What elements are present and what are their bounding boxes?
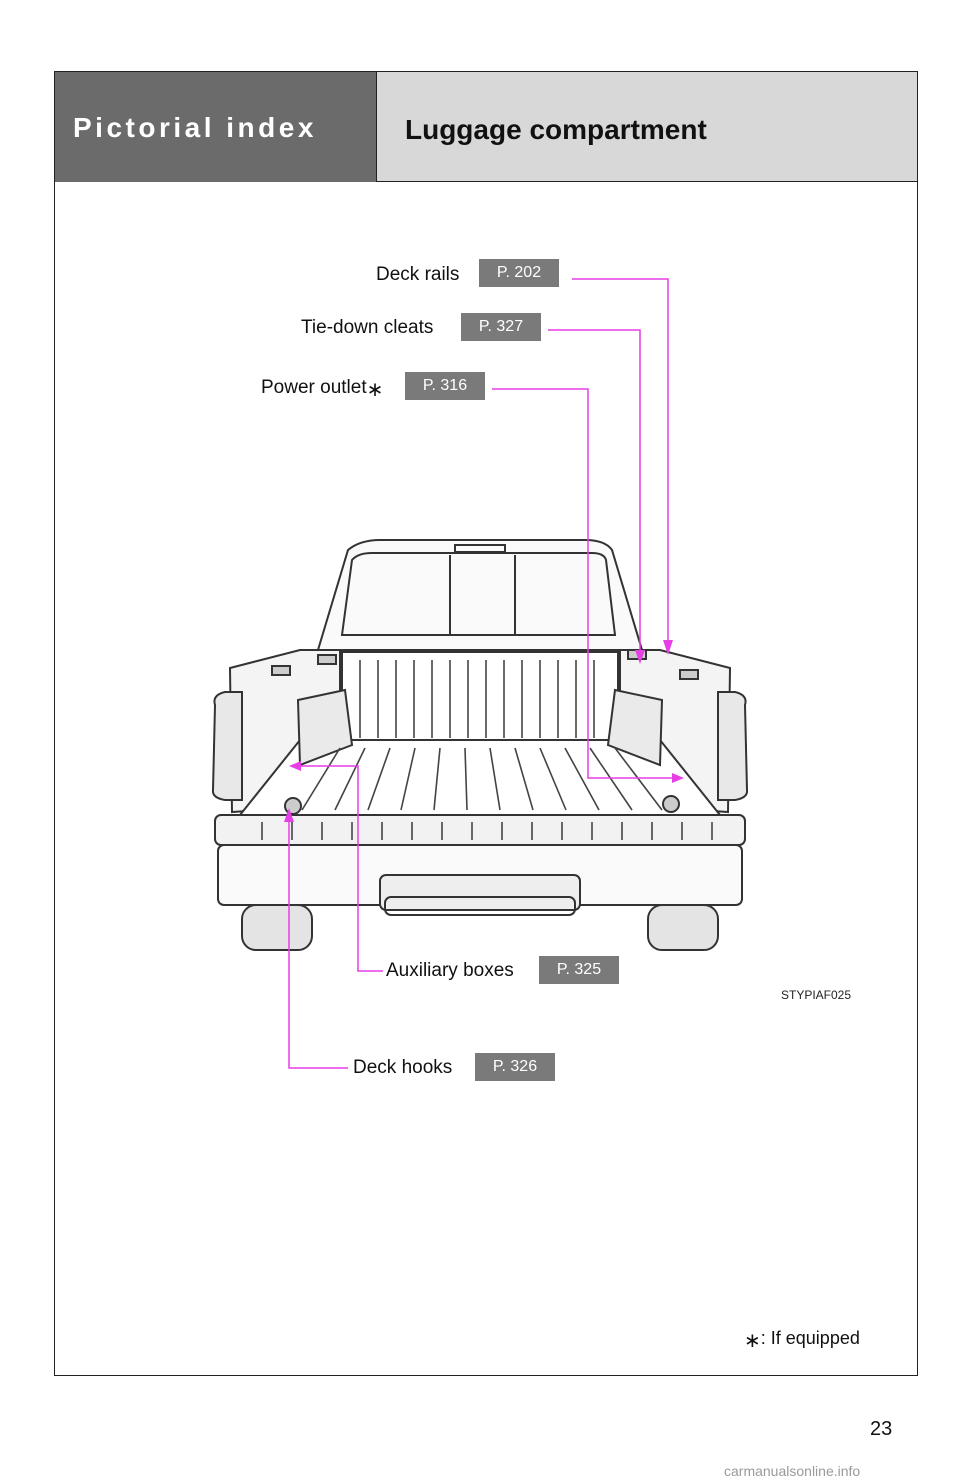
auxiliary-boxes-page-ref[interactable]: P. 325 <box>539 956 619 984</box>
leader-power-outlet <box>492 388 680 779</box>
bed-ribs <box>261 660 713 840</box>
page-title: Luggage compartment <box>405 114 707 145</box>
leader-deck-rails <box>572 278 669 640</box>
leader-lines <box>288 278 680 1069</box>
deck-hooks-page-ref[interactable]: P. 326 <box>475 1053 555 1081</box>
power-outlet-page-ref[interactable]: P. 316 <box>405 372 485 400</box>
footnote: ∗: If equipped <box>744 1328 860 1353</box>
tie-down-cleats-label: Tie-down cleats <box>301 317 434 338</box>
page-header: Luggage compartment <box>377 72 917 182</box>
if-equipped-star-icon: ∗ <box>366 379 384 401</box>
deck-rails-label: Deck rails <box>376 264 460 285</box>
page-number: 23 <box>870 1418 893 1440</box>
watermark: carmanualsonline.info <box>724 1463 861 1479</box>
power-outlet-label: Power outlet∗ <box>261 377 383 402</box>
deck-rails-page-ref[interactable]: P. 202 <box>479 259 559 287</box>
section-tab: Pictorial index <box>55 72 377 182</box>
illustration-code: STYPIAF025 <box>781 988 852 1002</box>
leader-arrowheads <box>284 640 684 822</box>
deck-hooks-label: Deck hooks <box>353 1057 453 1078</box>
truck-drawing <box>211 539 749 951</box>
leader-deck-hooks <box>288 814 348 1069</box>
page-frame: Pictorial index Luggage compartment <box>54 71 918 1376</box>
leader-auxiliary-boxes <box>293 765 383 972</box>
section-title: Pictorial index <box>73 112 317 143</box>
footnote-star-icon: ∗ <box>744 1330 761 1352</box>
tie-down-cleats-page-ref[interactable]: P. 327 <box>461 313 541 341</box>
auxiliary-boxes-label: Auxiliary boxes <box>386 960 514 981</box>
footnote-text: : If equipped <box>760 1328 860 1348</box>
power-outlet-label-text: Power outlet <box>261 377 367 398</box>
leader-tie-down-cleats <box>548 329 641 650</box>
